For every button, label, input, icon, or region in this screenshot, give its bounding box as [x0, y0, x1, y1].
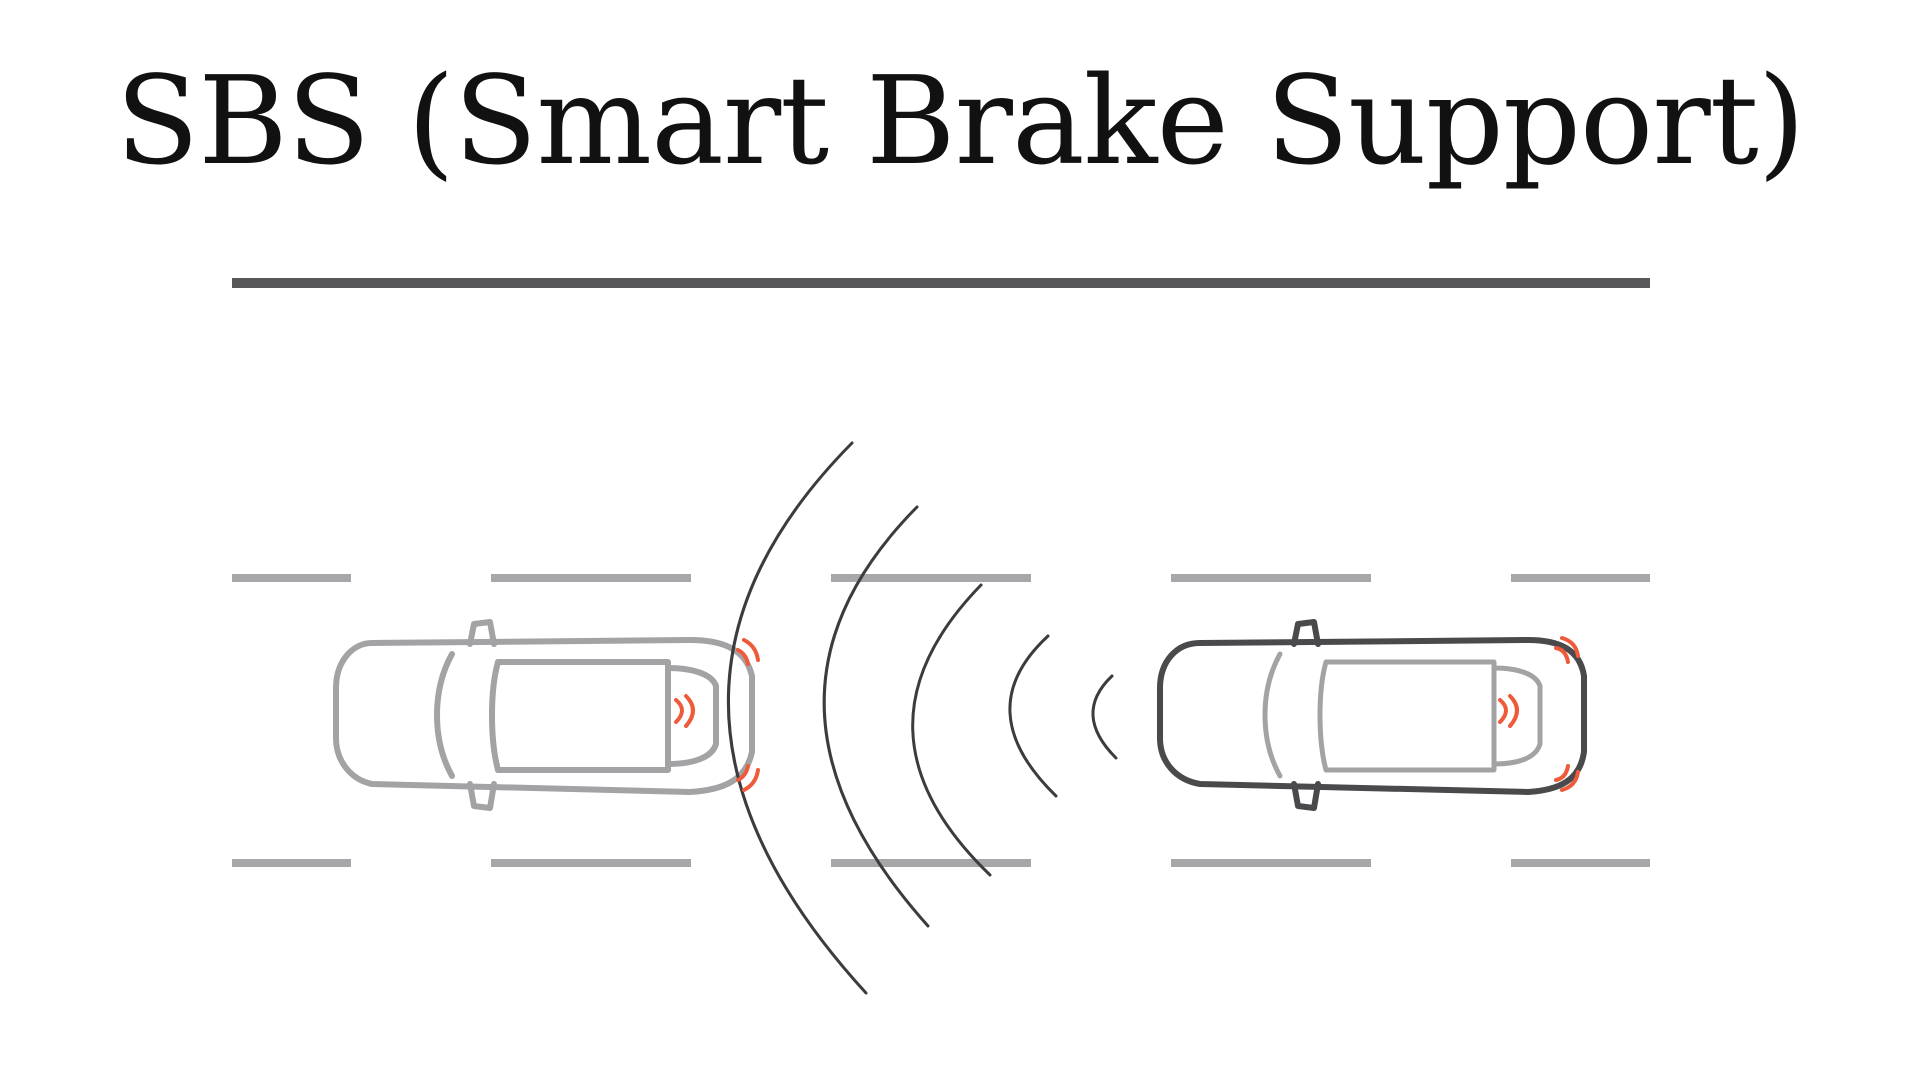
rear-car-mirror-bottom [467, 781, 497, 811]
lead-car-roof [1323, 659, 1497, 773]
lead-car-mirror-bottom [1291, 781, 1321, 811]
radar-waves [726, 441, 1118, 995]
radar-wave-icon [822, 505, 930, 928]
lead-car-body [1157, 637, 1587, 795]
rear-car-body [333, 637, 755, 795]
rear-car-roof [495, 659, 671, 773]
lead-car-mirror-top [1291, 619, 1321, 647]
rear-car-roof-front [489, 659, 501, 773]
rear-car-rear-window [665, 665, 719, 767]
lead-car-roof-front [1317, 659, 1329, 773]
radar-wave-icon [726, 441, 868, 995]
sensor-signal-icon [674, 694, 695, 728]
rear-car [333, 619, 755, 811]
radar-wave-icon [1091, 674, 1118, 760]
radar-wave-icon [1008, 634, 1058, 798]
sensor-indicators [674, 636, 1580, 792]
radar-wave-icon [911, 583, 992, 877]
rear-car-windshield [434, 651, 455, 779]
sensor-signal-icon [736, 638, 760, 666]
diagram-title: SBS (Smart Brake Support) [115, 50, 1806, 192]
sensor-signal-icon [736, 764, 760, 792]
lead-car [1157, 619, 1587, 811]
sensor-signal-icon [1554, 764, 1580, 792]
lead-car-windshield [1262, 651, 1283, 779]
sensor-signal-icon [1554, 636, 1580, 664]
rear-car-mirror-top [467, 619, 497, 647]
lead-car-rear-window [1491, 665, 1543, 767]
sensor-signal-icon [1498, 694, 1519, 728]
